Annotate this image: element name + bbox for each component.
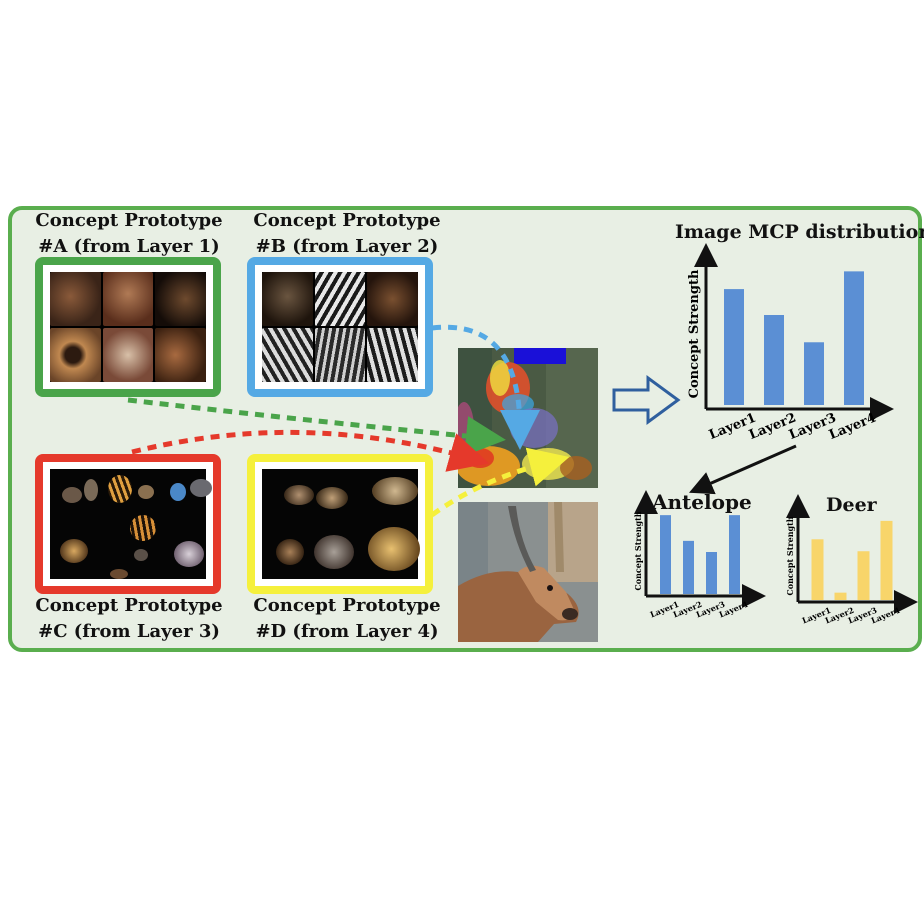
image-patch xyxy=(110,569,128,579)
image-patch xyxy=(284,485,314,505)
image-patch xyxy=(276,539,304,565)
image-patch xyxy=(262,272,313,326)
antelope-bar-3 xyxy=(706,552,717,594)
prototype-a-frame xyxy=(35,257,221,397)
mcp-bar-3 xyxy=(804,342,824,405)
deer-bar-1 xyxy=(811,539,824,600)
image-patch xyxy=(190,479,212,497)
prototype-d-title: Concept Prototype #D (from Layer 4) xyxy=(253,595,441,642)
prototype-a-patches xyxy=(50,272,206,382)
antelope-y-label: Concept Strength xyxy=(633,511,643,590)
image-patch xyxy=(130,515,156,541)
image-patch xyxy=(84,479,98,501)
arrow-c-to-heatmap xyxy=(131,429,490,472)
image-patch xyxy=(314,328,366,382)
mcp-y-label: Concept Strength xyxy=(687,269,702,398)
hollow-arrow-icon xyxy=(612,375,681,425)
image-patch xyxy=(60,539,88,563)
image-patch xyxy=(102,272,154,326)
prototype-a-title: Concept Prototype #A (from Layer 1) xyxy=(35,210,223,257)
image-patch xyxy=(174,541,204,567)
deer-y-label: Concept Strength xyxy=(785,516,795,595)
deer-bar-4 xyxy=(880,520,893,600)
arrow-b-to-heatmap xyxy=(431,324,540,450)
deer-bar-3 xyxy=(857,551,870,600)
image-patch xyxy=(262,328,313,382)
prototype-d-patches xyxy=(262,469,420,579)
mcp-tick-label-4: Layer4 xyxy=(827,411,878,443)
prototype-b-frame xyxy=(247,257,433,397)
image-patch xyxy=(155,328,206,382)
antelope-bar-4 xyxy=(729,515,740,594)
image-patch xyxy=(314,535,354,569)
antelope-bar-2 xyxy=(683,540,694,594)
charts-group: Concept StrengthLayer1Layer2Layer3Layer4… xyxy=(633,243,918,626)
image-patch xyxy=(50,272,101,326)
image-patch xyxy=(314,272,366,326)
image-patch xyxy=(368,527,420,571)
image-patch xyxy=(367,272,418,326)
prototype-b-title: Concept Prototype #B (from Layer 2) xyxy=(253,210,441,257)
prototype-c-patches xyxy=(50,469,212,579)
prototype-b-patches xyxy=(262,272,418,382)
image-patch xyxy=(50,328,101,382)
image-patch xyxy=(108,475,132,503)
deer-bar-2 xyxy=(834,592,847,600)
mcp-bar-4 xyxy=(844,271,864,405)
antelope-bar-1 xyxy=(660,515,671,594)
image-patch xyxy=(155,272,206,326)
image-patch xyxy=(102,328,154,382)
prototype-c-frame xyxy=(35,454,221,594)
arrow-d-to-heatmap xyxy=(430,447,570,518)
arrow-a-to-heatmap xyxy=(127,397,506,456)
image-patch xyxy=(372,477,418,505)
image-patch xyxy=(138,485,154,499)
mcp-bar-2 xyxy=(764,315,784,405)
antelope-chart-title: Antelope xyxy=(652,490,752,514)
image-patch xyxy=(62,487,82,503)
mcp-chart-title: Image MCP distribution xyxy=(675,221,924,243)
prototype-c-title: Concept Prototype #C (from Layer 3) xyxy=(35,595,223,642)
image-patch xyxy=(170,483,186,501)
prototype-d-frame xyxy=(247,454,433,594)
image-patch xyxy=(367,328,418,382)
deer-chart-title: Deer xyxy=(826,494,877,516)
mcp-bar-1 xyxy=(724,289,744,405)
image-patch xyxy=(134,549,148,561)
pointer-arrow xyxy=(689,444,797,495)
image-patch xyxy=(316,487,348,509)
antelope-photo xyxy=(458,502,598,642)
